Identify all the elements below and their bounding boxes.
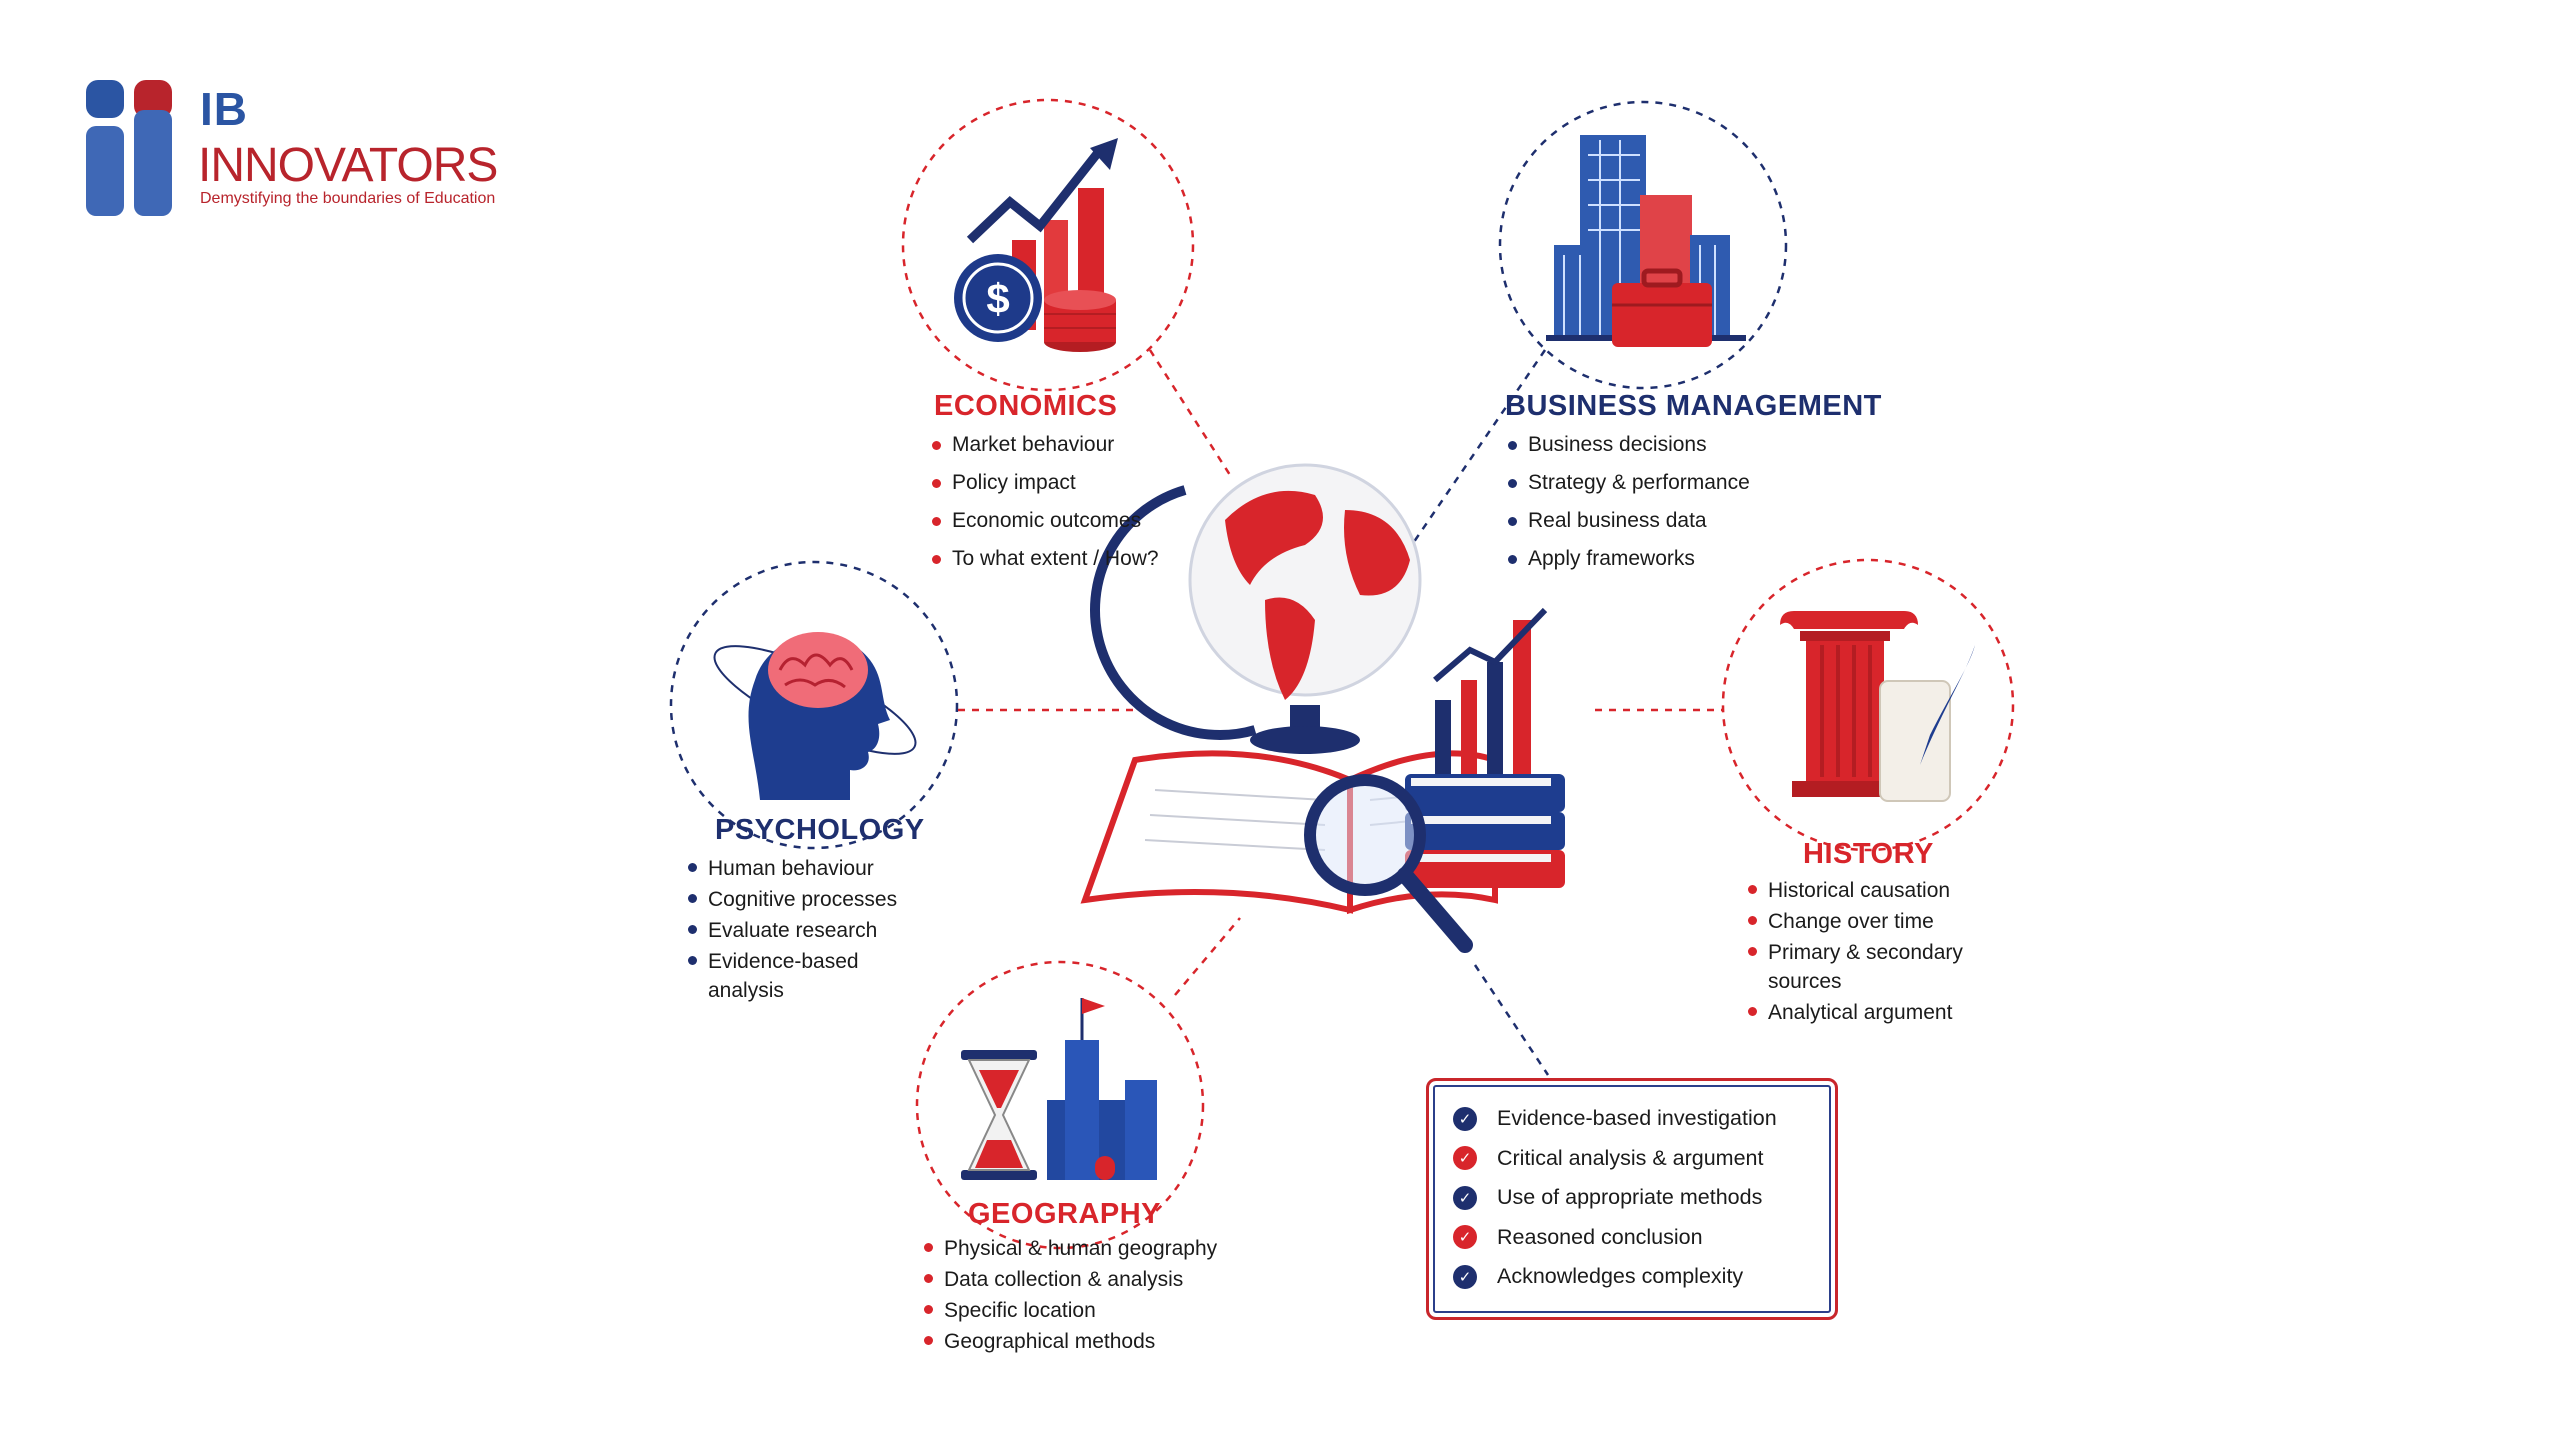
history-points: Historical causation Change over time Pr… bbox=[1746, 876, 1996, 1029]
checklist-item: ✓ Critical analysis & argument bbox=[1453, 1139, 1835, 1179]
check-icon: ✓ bbox=[1453, 1264, 1477, 1289]
list-item: Primary & secondary sources bbox=[1746, 938, 1996, 996]
list-item: Real business data bbox=[1506, 508, 1866, 534]
checklist-item-label: Reasoned conclusion bbox=[1497, 1224, 1703, 1249]
list-item: Data collection & analysis bbox=[922, 1265, 1262, 1294]
logo-name-text: INNOVATORS bbox=[198, 139, 498, 192]
list-item: Strategy & performance bbox=[1506, 470, 1866, 496]
list-item: Evaluate research bbox=[686, 916, 916, 945]
business-points: Business decisions Strategy & performanc… bbox=[1506, 432, 1866, 584]
psychology-points: Human behaviour Cognitive processes Eval… bbox=[686, 854, 916, 1007]
globe-book-magnifier-icon bbox=[1080, 463, 1565, 953]
column-scroll-quill-icon bbox=[1780, 611, 1975, 802]
economics-title: ECONOMICS bbox=[934, 390, 1118, 422]
geography-points: Physical & human geography Data collecti… bbox=[922, 1234, 1262, 1358]
list-item: Economic outcomes bbox=[930, 508, 1250, 534]
list-item: Change over time bbox=[1746, 907, 1996, 936]
checklist-item: ✓ Reasoned conclusion bbox=[1453, 1218, 1835, 1258]
list-item: Human behaviour bbox=[686, 854, 916, 883]
list-item: Geographical methods bbox=[922, 1327, 1262, 1356]
list-item: Policy impact bbox=[930, 470, 1250, 496]
checklist-item: ✓ Acknowledges complexity bbox=[1453, 1257, 1835, 1297]
economics-growth-icon: $ bbox=[954, 138, 1118, 352]
geography-title: GEOGRAPHY bbox=[968, 1198, 1162, 1230]
business-title: BUSINESS MANAGEMENT bbox=[1505, 390, 1882, 422]
checklist-item-label: Use of appropriate methods bbox=[1497, 1185, 1763, 1210]
list-item: Apply frameworks bbox=[1506, 546, 1866, 572]
logo-tagline: Demystifying the boundaries of Education bbox=[200, 190, 496, 207]
checklist-item: ✓ Use of appropriate methods bbox=[1453, 1178, 1835, 1218]
checklist-item: ✓ Evidence-based investigation bbox=[1453, 1099, 1835, 1139]
buildings-briefcase-icon bbox=[1546, 135, 1746, 347]
ib-innovators-logo-icon bbox=[86, 80, 172, 216]
hourglass-castle-icon bbox=[961, 998, 1157, 1180]
checklist-item-label: Acknowledges complexity bbox=[1497, 1264, 1744, 1289]
head-brain-icon bbox=[713, 632, 917, 800]
logo-ib-text: IB bbox=[200, 83, 248, 135]
psychology-title: PSYCHOLOGY bbox=[715, 814, 925, 846]
check-icon: ✓ bbox=[1453, 1225, 1477, 1250]
list-item: Business decisions bbox=[1506, 432, 1866, 458]
list-item: To what extent / How? bbox=[930, 546, 1250, 572]
list-item: Specific location bbox=[922, 1296, 1262, 1325]
list-item: Historical causation bbox=[1746, 876, 1996, 905]
criteria-checklist: ✓ Evidence-based investigation ✓ Critica… bbox=[1426, 1078, 1838, 1320]
list-item: Evidence-based analysis bbox=[686, 947, 916, 1005]
check-icon: ✓ bbox=[1453, 1185, 1477, 1210]
dollar-sign: $ bbox=[986, 275, 1009, 322]
checklist-item-label: Evidence-based investigation bbox=[1497, 1106, 1777, 1131]
list-item: Analytical argument bbox=[1746, 998, 1996, 1027]
check-icon: ✓ bbox=[1453, 1106, 1477, 1131]
economics-points: Market behaviour Policy impact Economic … bbox=[930, 432, 1250, 584]
checklist-item-label: Critical analysis & argument bbox=[1497, 1145, 1764, 1170]
list-item: Physical & human geography bbox=[922, 1234, 1262, 1263]
list-item: Market behaviour bbox=[930, 432, 1250, 458]
list-item: Cognitive processes bbox=[686, 885, 916, 914]
history-title: HISTORY bbox=[1803, 838, 1934, 870]
check-icon: ✓ bbox=[1453, 1146, 1477, 1171]
